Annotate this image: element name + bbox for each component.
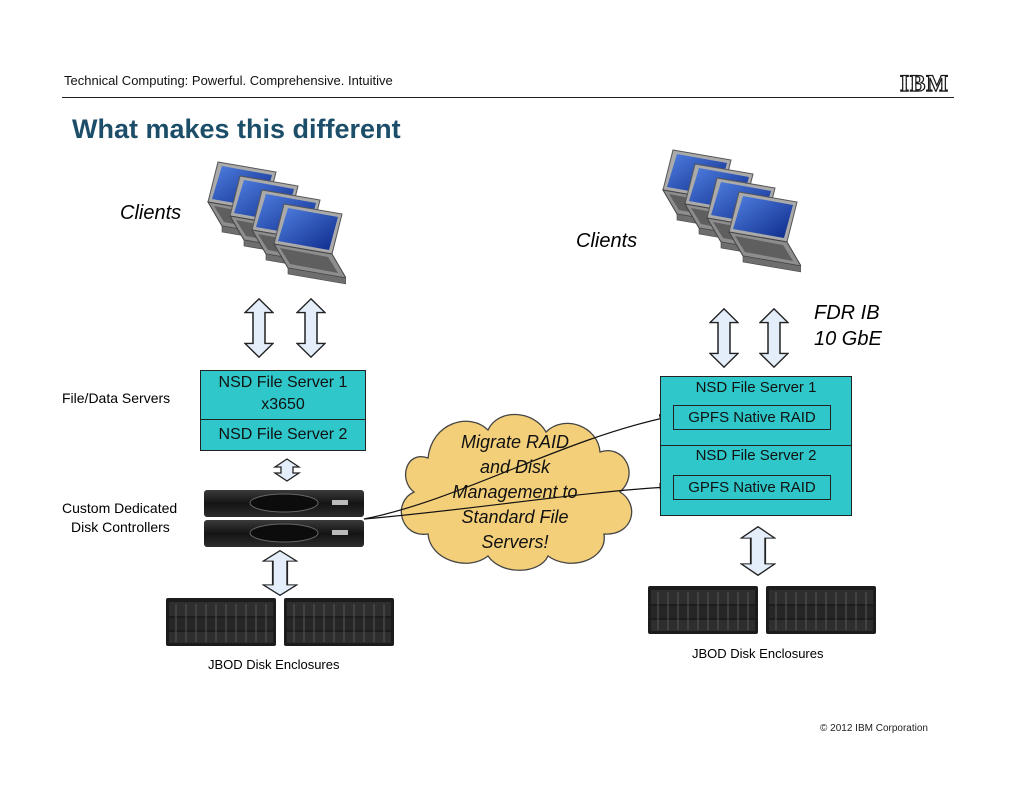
custom-controllers-label-line1: Custom Dedicated: [62, 500, 178, 516]
cloud-caption: Migrate RAID and Disk Management to Stan…: [428, 430, 602, 555]
left-server-controller-arrow-icon: [272, 458, 302, 482]
right-clients-label: Clients: [576, 230, 638, 252]
header-tagline: Technical Computing: Powerful. Comprehen…: [64, 73, 393, 88]
right-server-divider: [661, 445, 851, 446]
right-jbod-label: JBOD Disk Enclosures: [692, 646, 824, 661]
copyright-footer: © 2012 IBM Corporation: [820, 723, 928, 734]
header-divider: [62, 97, 954, 98]
left-nsd-server-1-model: x3650: [261, 396, 305, 413]
custom-controllers-label-line2: Disk Controllers: [71, 519, 170, 535]
left-clients-label: Clients: [120, 202, 182, 224]
ibm-logo: IBM: [899, 70, 949, 96]
right-nsd-server-stack: NSD File Server 1 GPFS Native RAID NSD F…: [660, 376, 852, 516]
slide-title: What makes this different: [72, 114, 401, 144]
right-server-jbod-arrow-icon: [740, 526, 776, 576]
left-nsd-server-1-label: NSD File Server 1: [218, 374, 348, 391]
right-nsd-server-2-label: NSD File Server 2: [695, 447, 817, 464]
file-data-servers-label: File/Data Servers: [62, 390, 171, 406]
cloud-line-5: Servers!: [481, 532, 549, 552]
cloud-line-2: and Disk: [479, 457, 551, 477]
disk-controllers-icon: [204, 490, 364, 547]
right-client-arrow-2-icon: [759, 308, 789, 368]
right-clients-laptops-icon: [662, 149, 801, 273]
left-nsd-server-stack: NSD File Server 1 x3650 NSD File Server …: [200, 370, 366, 451]
network-label-line1: FDR IB: [814, 302, 880, 324]
right-gpfs-raid-2: GPFS Native RAID: [673, 475, 831, 500]
cloud-line-4: Standard File: [461, 507, 569, 527]
right-jbod-enclosures-icon: [648, 586, 876, 634]
right-nsd-server-1-label: NSD File Server 1: [695, 379, 817, 396]
left-server-divider: [201, 419, 365, 420]
left-nsd-server-2-label: NSD File Server 2: [218, 426, 348, 443]
right-client-arrow-1-icon: [709, 308, 739, 368]
network-label-line2: 10 GbE: [814, 328, 882, 350]
right-gpfs-raid-1: GPFS Native RAID: [673, 405, 831, 430]
cloud-line-1: Migrate RAID: [460, 432, 570, 452]
left-jbod-label: JBOD Disk Enclosures: [208, 657, 340, 672]
cloud-line-3: Management to: [452, 482, 578, 502]
migration-cloud-icon: [400, 413, 633, 571]
